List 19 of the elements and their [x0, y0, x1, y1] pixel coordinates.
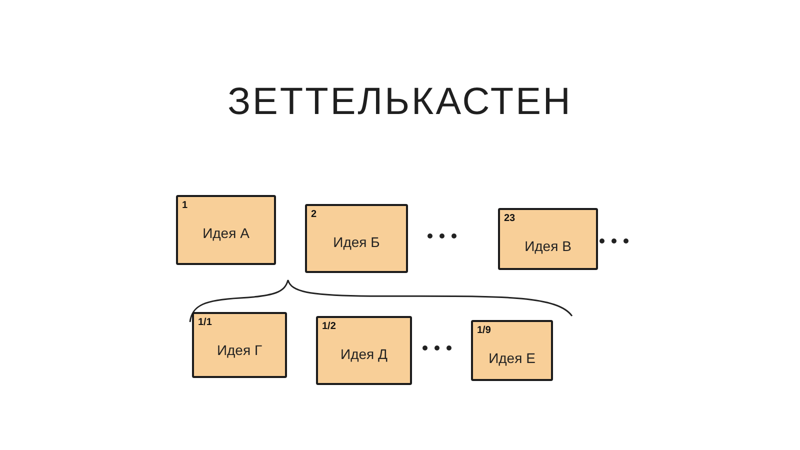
- card-text: Идея Д: [340, 345, 388, 364]
- note-card: [471, 320, 553, 381]
- card-text: Идея В: [524, 237, 572, 256]
- note-card: [498, 208, 598, 270]
- card-text: Идея Г: [216, 341, 262, 360]
- card-text: Идея А: [202, 224, 250, 243]
- card-text: Идея Е: [488, 349, 536, 368]
- card-number: 2: [311, 208, 317, 222]
- card-number: 1/2: [322, 320, 336, 334]
- title: ЗЕТТЕЛЬКАСТЕН: [228, 80, 572, 125]
- card-number: 23: [504, 212, 516, 226]
- card-number: 1: [182, 199, 188, 213]
- note-card: [192, 312, 287, 378]
- note-card: [316, 316, 412, 385]
- note-card: [305, 204, 408, 273]
- card-text: Идея Б: [333, 233, 380, 252]
- note-card: [176, 195, 276, 265]
- card-number: 1/1: [198, 316, 212, 330]
- card-number: 1/9: [477, 324, 491, 338]
